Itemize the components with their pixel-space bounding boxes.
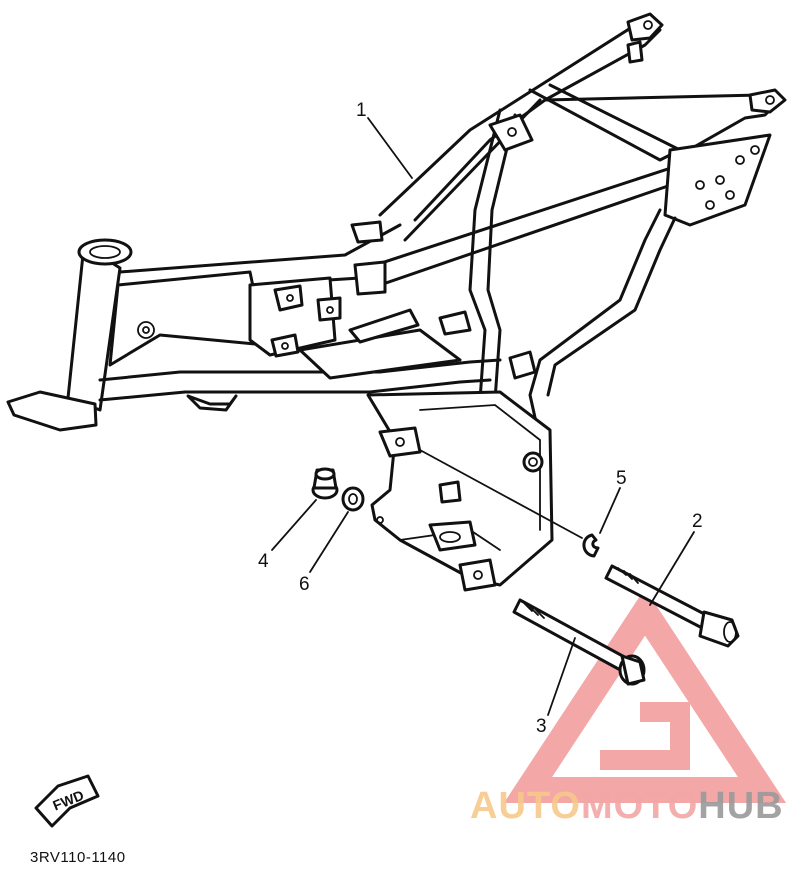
head-tube-top <box>77 238 133 266</box>
callout-2: 2 <box>692 511 703 532</box>
watermark-logo <box>503 588 787 803</box>
callout-1: 1 <box>356 100 367 121</box>
watermark-moto: MOTO <box>581 785 698 827</box>
leader-lines <box>271 117 695 716</box>
watermark-hub: HUB <box>698 785 783 827</box>
watermark-g-shape <box>600 702 690 770</box>
steering-head-tube <box>66 243 122 412</box>
lock-washer <box>582 533 600 558</box>
watermark-auto: AUTO <box>470 785 581 827</box>
fwd-arrow-icon: FWD <box>34 774 100 828</box>
washer <box>341 486 365 512</box>
rear-side-plate <box>663 133 772 227</box>
callout-3: 3 <box>536 716 547 737</box>
flange-bolt <box>512 598 646 686</box>
main-frame <box>6 12 787 592</box>
callout-6: 6 <box>299 574 310 595</box>
watermark-text: AUTOMOTOHUB <box>470 785 784 827</box>
bolt-long <box>604 564 740 648</box>
callout-4: 4 <box>258 551 269 572</box>
callout-5: 5 <box>616 468 627 489</box>
watermark-triangle-icon <box>503 588 787 803</box>
flange-nut <box>311 467 339 500</box>
part-code: 3RV110-1140 <box>30 849 126 866</box>
